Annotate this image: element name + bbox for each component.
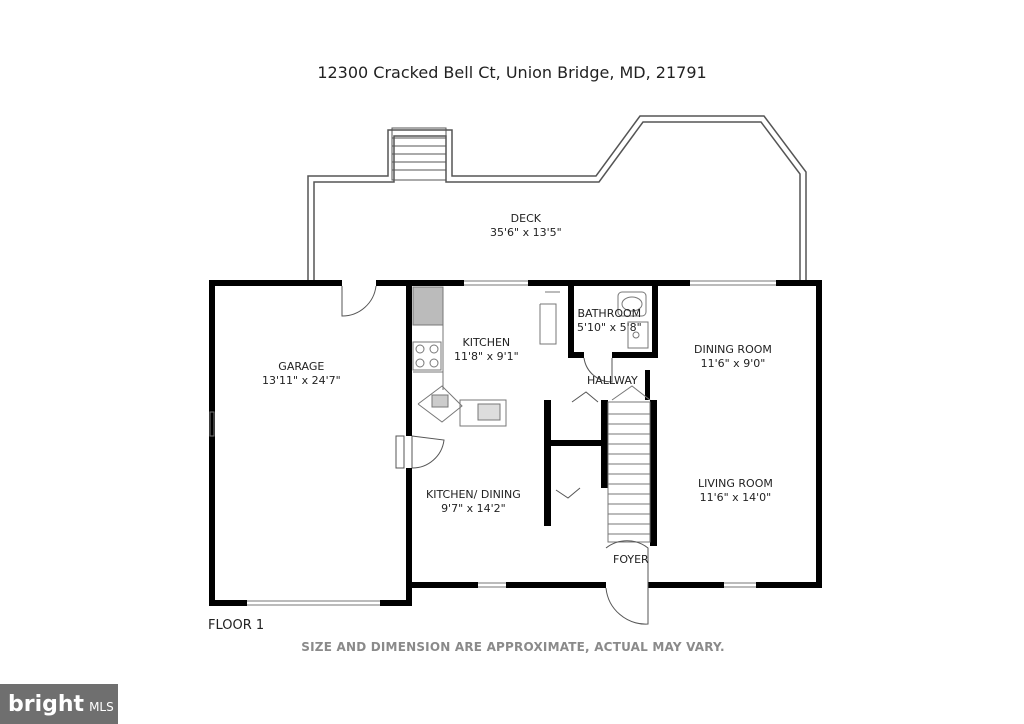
floor-label: FLOOR 1	[208, 618, 265, 633]
disclaimer-text: SIZE AND DIMENSION ARE APPROXIMATE, ACTU…	[301, 640, 725, 654]
room-label-hallway: HALLWAY	[587, 374, 638, 387]
bright-mls-logo: bright MLS	[0, 684, 118, 724]
room-label-foyer: FOYER	[613, 553, 649, 566]
interior-walls	[544, 370, 657, 546]
staircase	[607, 385, 651, 543]
deck-stairs	[391, 127, 447, 181]
deck-outline	[307, 115, 807, 282]
floor-plan-address: 12300 Cracked Bell Ct, Union Bridge, MD,…	[317, 63, 707, 82]
logo-suffix: MLS	[89, 699, 114, 714]
logo-brand: bright	[8, 691, 85, 717]
kitchen-fixtures	[412, 286, 560, 427]
bathroom-walls	[568, 286, 658, 358]
doors	[341, 285, 649, 625]
window-lines	[209, 280, 776, 606]
bathroom-fixtures	[617, 291, 649, 349]
exterior-walls	[209, 280, 822, 606]
